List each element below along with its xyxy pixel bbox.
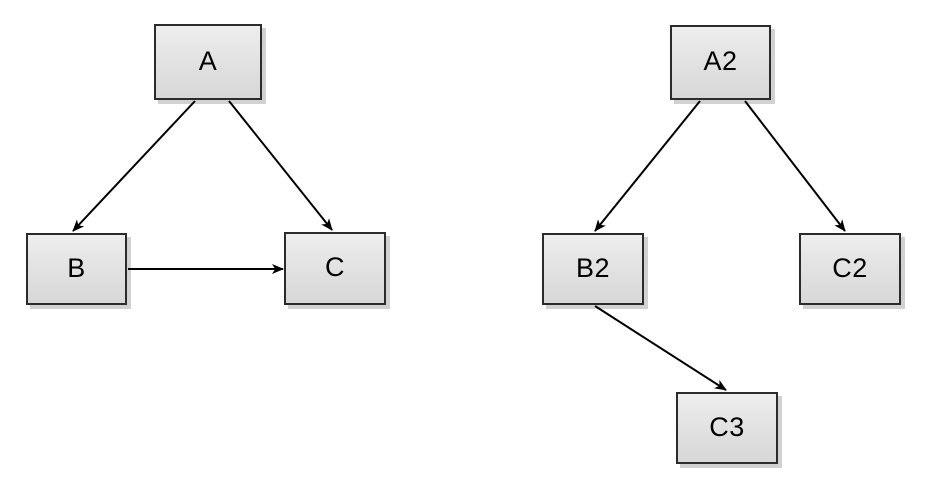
node-label: C2 [832, 252, 868, 283]
edge-a2-to-c2 [744, 100, 846, 232]
node-c2[interactable]: C2 [799, 233, 901, 305]
node-label: B [67, 252, 86, 283]
node-c[interactable]: C [284, 232, 386, 305]
node-c3[interactable]: C3 [676, 392, 778, 464]
node-label: A [198, 45, 218, 76]
edge-a2-to-b2 [594, 100, 701, 232]
node-label: C3 [709, 411, 745, 442]
node-label: A2 [703, 46, 738, 76]
edge-a-to-c [228, 100, 333, 231]
node-b2[interactable]: B2 [542, 233, 644, 305]
node-label: C [325, 252, 345, 282]
edge-a-to-b [72, 100, 196, 232]
node-label: B2 [575, 252, 611, 283]
edge-b2-to-c3 [594, 305, 727, 391]
edge-paths [72, 100, 846, 391]
node-a2[interactable]: A2 [670, 25, 771, 100]
node-b[interactable]: B [26, 233, 127, 305]
node-a[interactable]: A [154, 24, 262, 100]
